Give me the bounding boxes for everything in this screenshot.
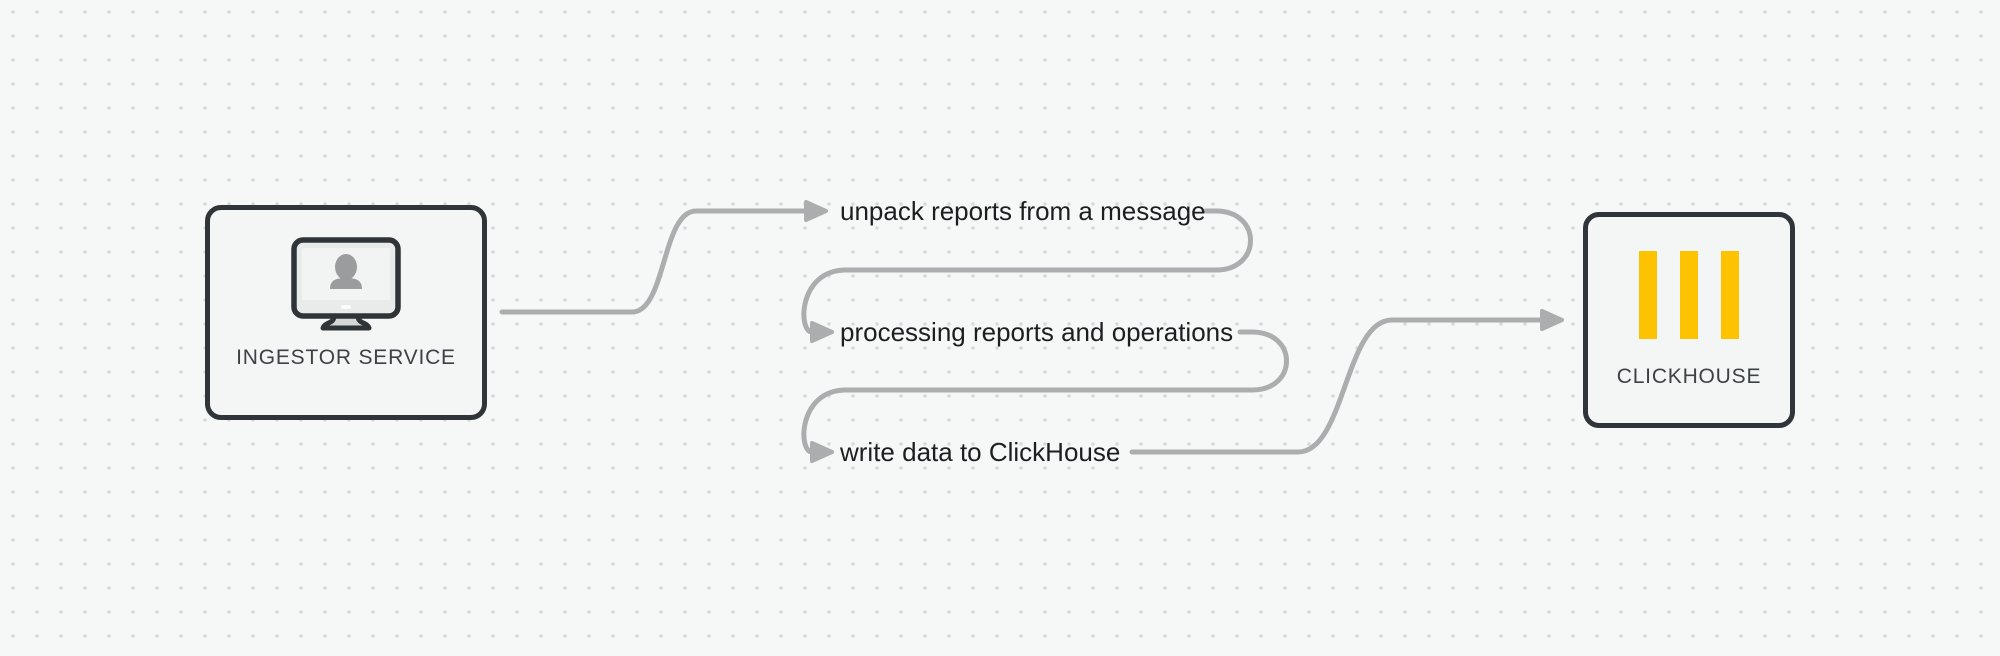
- arrow-icon: [810, 321, 834, 343]
- step-label-unpack: unpack reports from a message: [840, 196, 1206, 226]
- clickhouse-node: CLICKHOUSE: [1583, 212, 1795, 428]
- arrow-icon: [804, 200, 828, 222]
- user-silhouette: [330, 254, 362, 289]
- arrow-icon: [1540, 309, 1564, 331]
- connector-segment-3: [801, 329, 1289, 455]
- ingestor-service-node: INGESTOR SERVICE: [205, 205, 487, 420]
- step-label-write: write data to ClickHouse: [840, 437, 1121, 467]
- connector-segment-1: [499, 208, 809, 315]
- ingestor-service-label: INGESTOR SERVICE: [236, 346, 456, 369]
- monitor-user-icon: [291, 237, 401, 331]
- arrow-icon: [810, 441, 834, 463]
- clickhouse-label: CLICKHOUSE: [1616, 365, 1762, 388]
- step-label-processing: processing reports and operations: [840, 317, 1234, 347]
- connector-segment-2: [801, 208, 1253, 335]
- clickhouse-bars-icon: [1639, 251, 1739, 339]
